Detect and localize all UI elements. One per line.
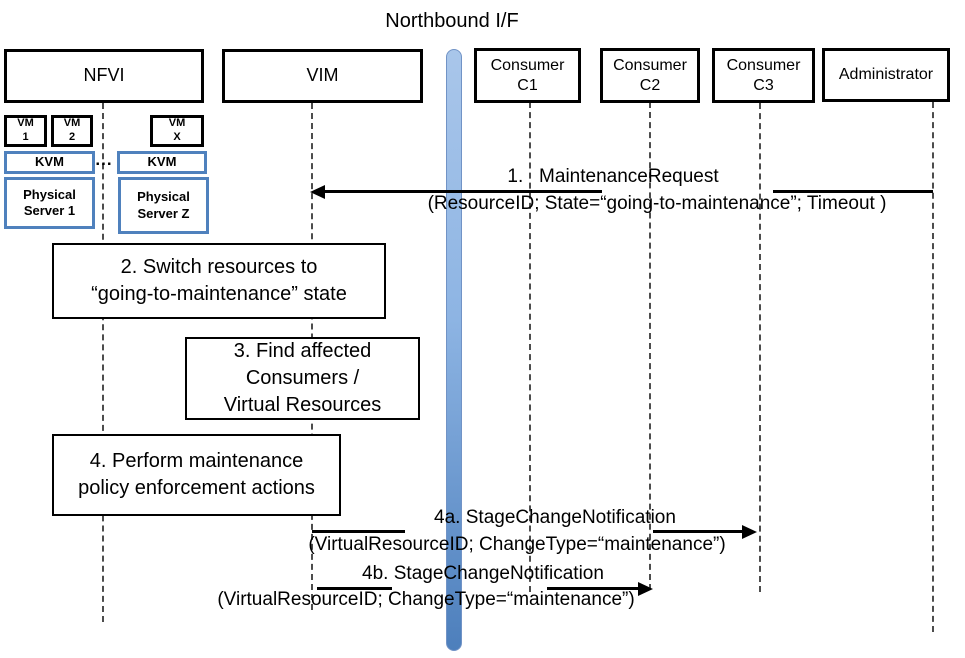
step3-box: 3. Find affected Consumers / Virtual Res… xyxy=(185,337,420,420)
lifeline-nfvi xyxy=(102,103,104,622)
vm1-label: VM xyxy=(17,117,34,130)
ellipsis-dots: ... xyxy=(95,150,113,169)
actor-label-c3: C3 xyxy=(753,76,774,94)
msg4a-line-right xyxy=(653,530,742,533)
kvm1-box: KVM xyxy=(4,151,95,174)
msg1-line-right xyxy=(773,190,933,193)
msg4b-params: (VirtualResourceID; ChangeType=“maintena… xyxy=(217,589,635,610)
msg1-name: 1. MaintenanceRequest xyxy=(507,166,719,187)
actor-box-consumer-c1: Consumer C1 xyxy=(474,48,581,103)
vm1-box: VM 1 xyxy=(4,115,47,147)
msg4b-name: 4b. StageChangeNotification xyxy=(362,563,604,584)
lifeline-consumer-c2 xyxy=(649,102,651,590)
step4-line1: 4. Perform maintenance xyxy=(89,450,304,472)
actor-label-consumer: Consumer xyxy=(613,57,687,75)
msg1-line-left xyxy=(323,190,602,193)
diagram-title: Northbound I/F xyxy=(385,10,519,32)
physical-server-z-box: Physical Server Z xyxy=(118,177,209,234)
ps1-line1: Physical xyxy=(23,186,76,202)
msg1-arrowhead-left xyxy=(310,185,325,199)
vmx-number: X xyxy=(173,131,181,143)
lifeline-administrator xyxy=(932,102,934,632)
msg4a-arrowhead-right xyxy=(742,525,757,539)
kvm2-label: KVM xyxy=(147,154,177,170)
step2-line2: “going-to-maintenance” state xyxy=(91,283,347,305)
actor-label-c1: C1 xyxy=(517,76,538,94)
actor-label-consumer: Consumer xyxy=(726,57,801,75)
lifeline-consumer-c1 xyxy=(529,102,531,592)
msg4b-line-right xyxy=(547,587,638,590)
msg4b-arrowhead-right xyxy=(638,582,653,596)
psz-line2: Server Z xyxy=(137,205,190,221)
actor-label-c2: C2 xyxy=(639,76,661,94)
vmx-box: VM X xyxy=(150,115,204,147)
vm2-label: VM xyxy=(63,117,81,130)
kvm1-label: KVM xyxy=(35,154,64,170)
msg4a-name: 4a. StageChangeNotification xyxy=(434,507,676,528)
actor-label-consumer: Consumer xyxy=(490,57,565,75)
msg4a-line-left xyxy=(312,530,405,533)
psz-line1: Physical xyxy=(137,189,190,205)
actor-label-nfvi: NFVI xyxy=(83,65,125,86)
actor-label-vim: VIM xyxy=(306,65,339,86)
northbound-interface-bar xyxy=(446,49,462,651)
step3-line1: 3. Find affected xyxy=(233,340,372,362)
actor-box-consumer-c3: Consumer C3 xyxy=(712,48,815,103)
lifeline-consumer-c3 xyxy=(759,103,761,592)
vm2-box: VM 2 xyxy=(51,115,93,147)
actor-box-nfvi: NFVI xyxy=(4,49,204,103)
actor-box-consumer-c2: Consumer C2 xyxy=(600,48,700,103)
vmx-label: VM xyxy=(168,117,186,130)
step3-line2: Consumers / xyxy=(245,367,360,389)
step2-line1: 2. Switch resources to xyxy=(120,256,318,278)
step2-box: 2. Switch resources to “going-to-mainten… xyxy=(52,243,386,319)
actor-box-vim: VIM xyxy=(222,49,423,103)
step4-box: 4. Perform maintenance policy enforcemen… xyxy=(52,434,341,516)
vm2-number: 2 xyxy=(68,131,76,143)
actor-label-administrator: Administrator xyxy=(838,66,934,84)
kvm2-box: KVM xyxy=(117,151,207,174)
step4-line2: policy enforcement actions xyxy=(78,477,315,499)
msg1-params: (ResourceID; State=“going-to-maintenance… xyxy=(427,193,887,214)
msg4b-line-left xyxy=(317,587,392,590)
vm1-number: 1 xyxy=(22,131,29,143)
actor-box-administrator: Administrator xyxy=(822,48,950,102)
msg4a-params: (VirtualResourceID; ChangeType=“maintena… xyxy=(308,534,726,555)
ps1-line2: Server 1 xyxy=(23,203,76,218)
physical-server-1-box: Physical Server 1 xyxy=(4,177,95,229)
step3-line3: Virtual Resources xyxy=(223,394,382,416)
